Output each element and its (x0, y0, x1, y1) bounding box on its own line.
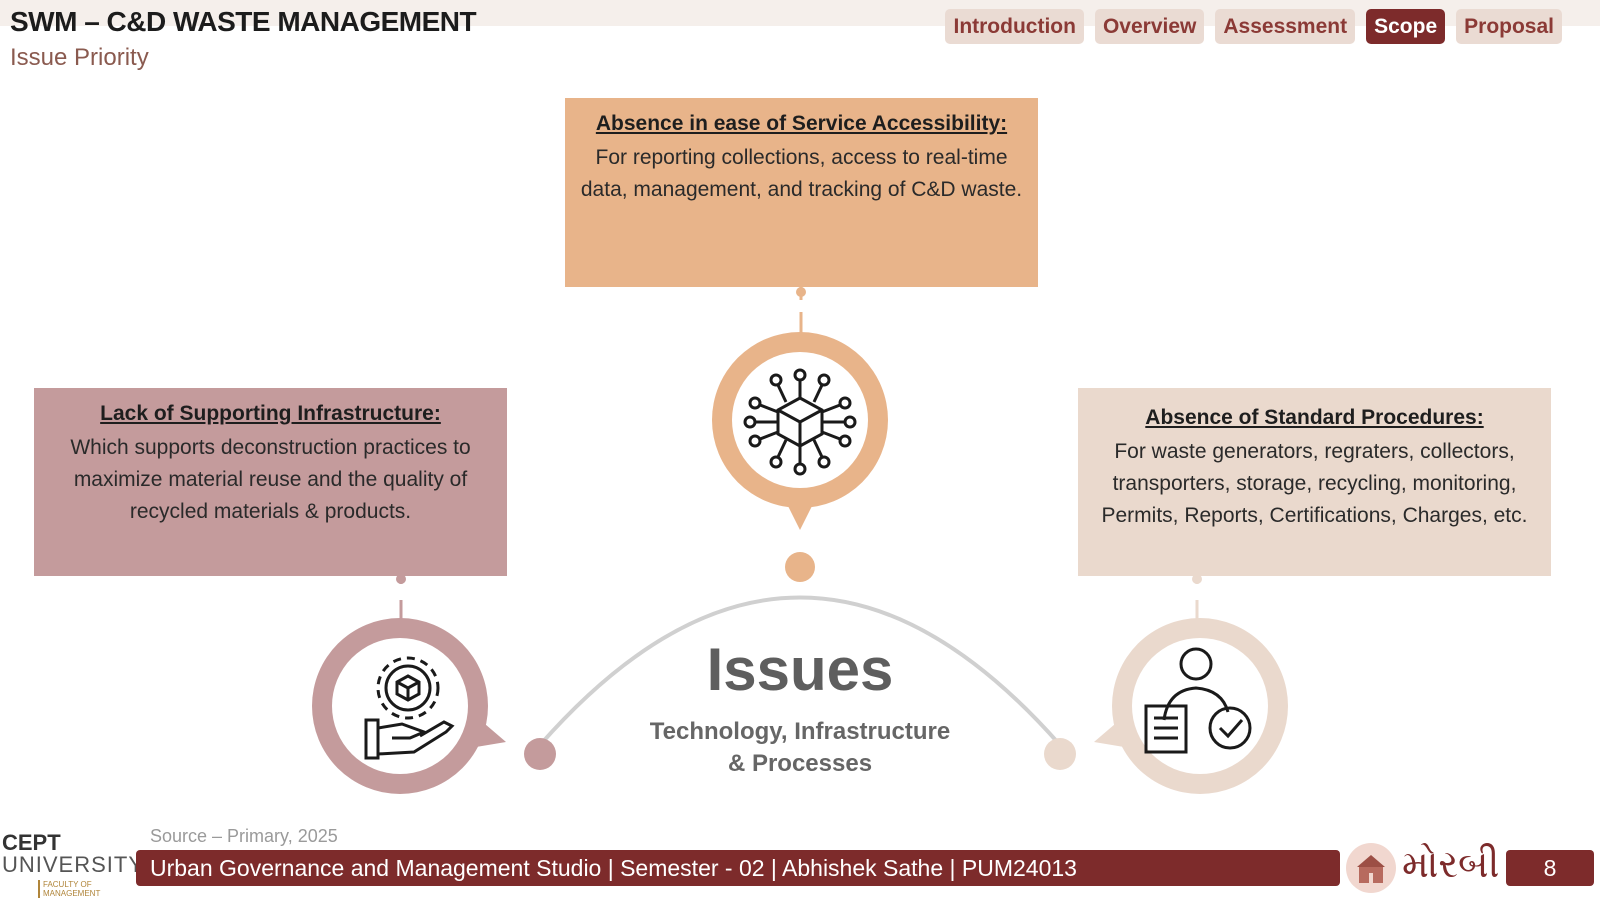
center-subtitle-line1: Technology, Infrastructure (649, 718, 951, 745)
tab-scope[interactable]: Scope (1366, 9, 1446, 44)
card-supporting-infrastructure: Lack of Supporting Infrastructure: Which… (34, 388, 507, 576)
card-top-title: Absence in ease of Service Accessibility… (595, 112, 1008, 135)
footer-studio-text: Urban Governance and Management Studio |… (150, 854, 1077, 881)
circuit-cube-icon (743, 368, 857, 476)
tab-overview[interactable]: Overview (1094, 9, 1205, 44)
ring-left (312, 618, 506, 794)
user-document-check-icon (1144, 647, 1252, 754)
card-right-title: Absence of Standard Procedures: (1145, 406, 1484, 429)
connector-right-dot (1192, 574, 1202, 584)
arc-dot-top (785, 552, 815, 582)
connector-left-dot (396, 574, 406, 584)
source-note: Source – Primary, 2025 (150, 826, 338, 846)
logo-line2: UNIVERSITY (2, 852, 145, 877)
slide-subtitle: Issue Priority (10, 44, 149, 71)
cept-logo: CEPT UNIVERSITY FACULTY OF MANAGEMENT (2, 830, 145, 898)
card-top-text: For reporting collections, access to rea… (580, 146, 1023, 201)
center-subtitle: Technology, Infrastructure & Processes (600, 716, 1000, 780)
city-emblem-icon (1346, 843, 1396, 893)
tab-proposal[interactable]: Proposal (1456, 9, 1562, 44)
card-standard-procedures: Absence of Standard Procedures: For wast… (1078, 388, 1551, 576)
arc-dot-left (524, 738, 556, 770)
center-title: Issues (706, 636, 894, 703)
section-nav: Introduction Overview Assessment Scope P… (945, 9, 1562, 44)
card-left-title: Lack of Supporting Infrastructure: (100, 402, 441, 425)
footer-bar: Urban Governance and Management Studio |… (136, 850, 1340, 886)
center-subtitle-line2: & Processes (727, 750, 873, 777)
ring-top (712, 332, 888, 530)
page-number: 8 (1506, 850, 1594, 886)
tab-assessment[interactable]: Assessment (1215, 9, 1356, 44)
connector-top-dot (796, 287, 806, 297)
tab-introduction[interactable]: Introduction (945, 9, 1084, 44)
slide-title: SWM – C&D WASTE MANAGEMENT (10, 6, 477, 37)
arc-dot-right (1044, 738, 1076, 770)
city-name: મોરબી (1402, 842, 1500, 886)
logo-faculty: FACULTY OF MANAGEMENT (38, 880, 138, 898)
card-right-text: For waste generators, regraters, collect… (1101, 440, 1528, 527)
hand-gear-icon (364, 656, 455, 760)
logo-line1: CEPT (2, 830, 61, 855)
card-service-accessibility: Absence in ease of Service Accessibility… (565, 98, 1038, 287)
issues-arc (538, 595, 1062, 747)
card-left-text: Which supports deconstruction practices … (70, 436, 471, 523)
ring-right (1094, 618, 1288, 794)
